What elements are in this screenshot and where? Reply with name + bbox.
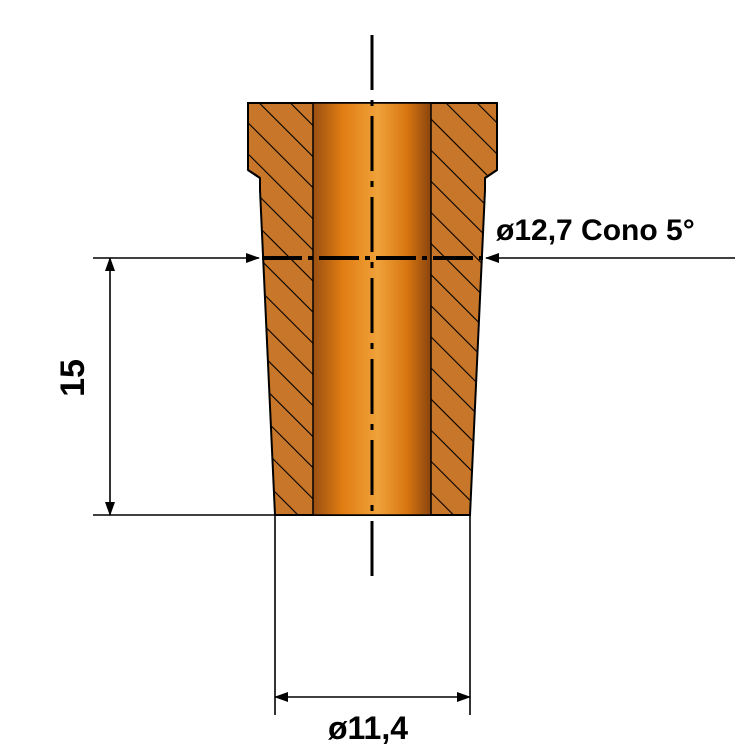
shoulder-line-right: [484, 169, 498, 179]
top-diameter-label: ø12,7 Cono 5°: [496, 214, 695, 247]
height-label: 15: [54, 359, 92, 397]
shoulder-line-left: [247, 169, 261, 179]
bottom-diameter-label: ø11,4: [328, 710, 408, 746]
